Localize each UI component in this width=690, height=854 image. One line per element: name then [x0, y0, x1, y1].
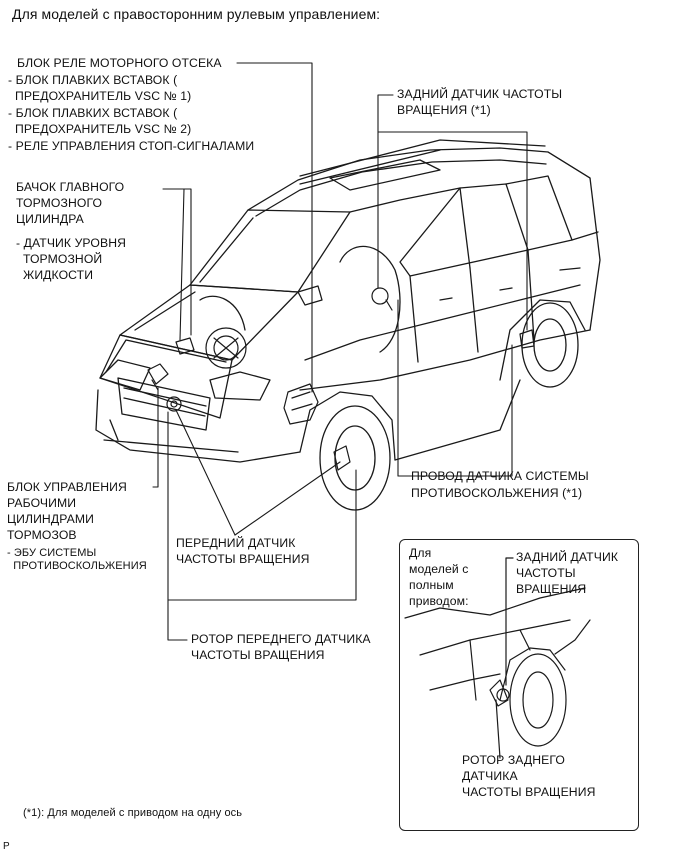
skid-ecu-line1: - ЭБУ СИСТЕМЫ — [7, 547, 97, 559]
rear-sensor-line2: ВРАЩЕНИЯ (*1) — [397, 103, 491, 117]
inset-condition-line1: Для — [409, 546, 432, 560]
relay-block-heading: БЛОК РЕЛЕ МОТОРНОГО ОТСЕКА — [17, 56, 222, 70]
corner-mark: P — [3, 841, 10, 852]
inset-rear-sensor-line2: ЧАСТОТЫ — [516, 566, 576, 580]
inset-condition-line2: моделей с — [409, 562, 469, 576]
actuator-line2: РАБОЧИМИ — [7, 496, 77, 510]
inset-rear-sensor-line1: ЗАДНИЙ ДАТЧИК — [516, 550, 619, 564]
actuator-line4: ТОРМОЗОВ — [7, 528, 77, 542]
actuator-line1: БЛОК УПРАВЛЕНИЯ — [7, 480, 127, 494]
inset-rear-sensor-line3: ВРАЩЕНИЯ — [516, 582, 587, 596]
fluid-level-sensor-line3: ЖИДКОСТИ — [16, 268, 94, 282]
component-parts — [147, 287, 535, 471]
awd-inset-box — [399, 539, 639, 831]
reservoir-line3: ЦИЛИНДРА — [16, 212, 84, 226]
fuse-block-2-line2: ПРЕДОХРАНИТЕЛЬ VSC № 2) — [8, 122, 192, 136]
skid-wire-line2: ПРОТИВОСКОЛЬЖЕНИЯ (*1) — [411, 486, 583, 500]
footnote: (*1): Для моделей с приводом на одну ось — [23, 807, 243, 819]
rear-sensor-line1: ЗАДНИЙ ДАТЧИК ЧАСТОТЫ — [397, 87, 563, 101]
front-sensor-line1: ПЕРЕДНИЙ ДАТЧИК — [176, 536, 296, 550]
page-title: Для моделей с правосторонним рулевым упр… — [12, 6, 381, 22]
front-rotor-line2: ЧАСТОТЫ ВРАЩЕНИЯ — [191, 648, 325, 662]
actuator-line3: ЦИЛИНДРАМИ — [7, 512, 94, 526]
leader-lines — [152, 62, 528, 641]
front-sensor-line2: ЧАСТОТЫ ВРАЩЕНИЯ — [176, 552, 310, 566]
skid-ecu-line2: ПРОТИВОСКОЛЬЖЕНИЯ — [7, 560, 147, 572]
skid-wire-line1: ПРОВОД ДАТЧИКА СИСТЕМЫ — [411, 469, 589, 483]
inset-rotor-line1: РОТОР ЗАДНЕГО — [462, 753, 566, 767]
fluid-level-sensor-line1: - ДАТЧИК УРОВНЯ — [16, 236, 127, 250]
fuse-block-2-line1: - БЛОК ПЛАВКИХ ВСТАВОК ( — [8, 106, 178, 120]
inset-condition-line4: приводом: — [409, 594, 469, 608]
inset-illustration — [404, 557, 591, 759]
reservoir-line1: БАЧОК ГЛАВНОГО — [16, 180, 125, 194]
fuse-block-1-line1: - БЛОК ПЛАВКИХ ВСТАВОК ( — [8, 73, 178, 87]
reservoir-line2: ТОРМОЗНОГО — [16, 196, 103, 210]
fluid-level-sensor-line2: ТОРМОЗНОЙ — [16, 252, 103, 266]
stop-lamp-relay: - РЕЛЕ УПРАВЛЕНИЯ СТОП-СИГНАЛАМИ — [8, 139, 255, 153]
front-rotor-line1: РОТОР ПЕРЕДНЕГО ДАТЧИКА — [191, 632, 371, 646]
inset-rotor-line2: ДАТЧИКА — [462, 769, 518, 783]
fuse-block-1-line2: ПРЕДОХРАНИТЕЛЬ VSC № 1) — [8, 89, 192, 103]
inset-rotor-line3: ЧАСТОТЫ ВРАЩЕНИЯ — [462, 785, 596, 799]
inset-condition-line3: полным — [409, 578, 454, 592]
